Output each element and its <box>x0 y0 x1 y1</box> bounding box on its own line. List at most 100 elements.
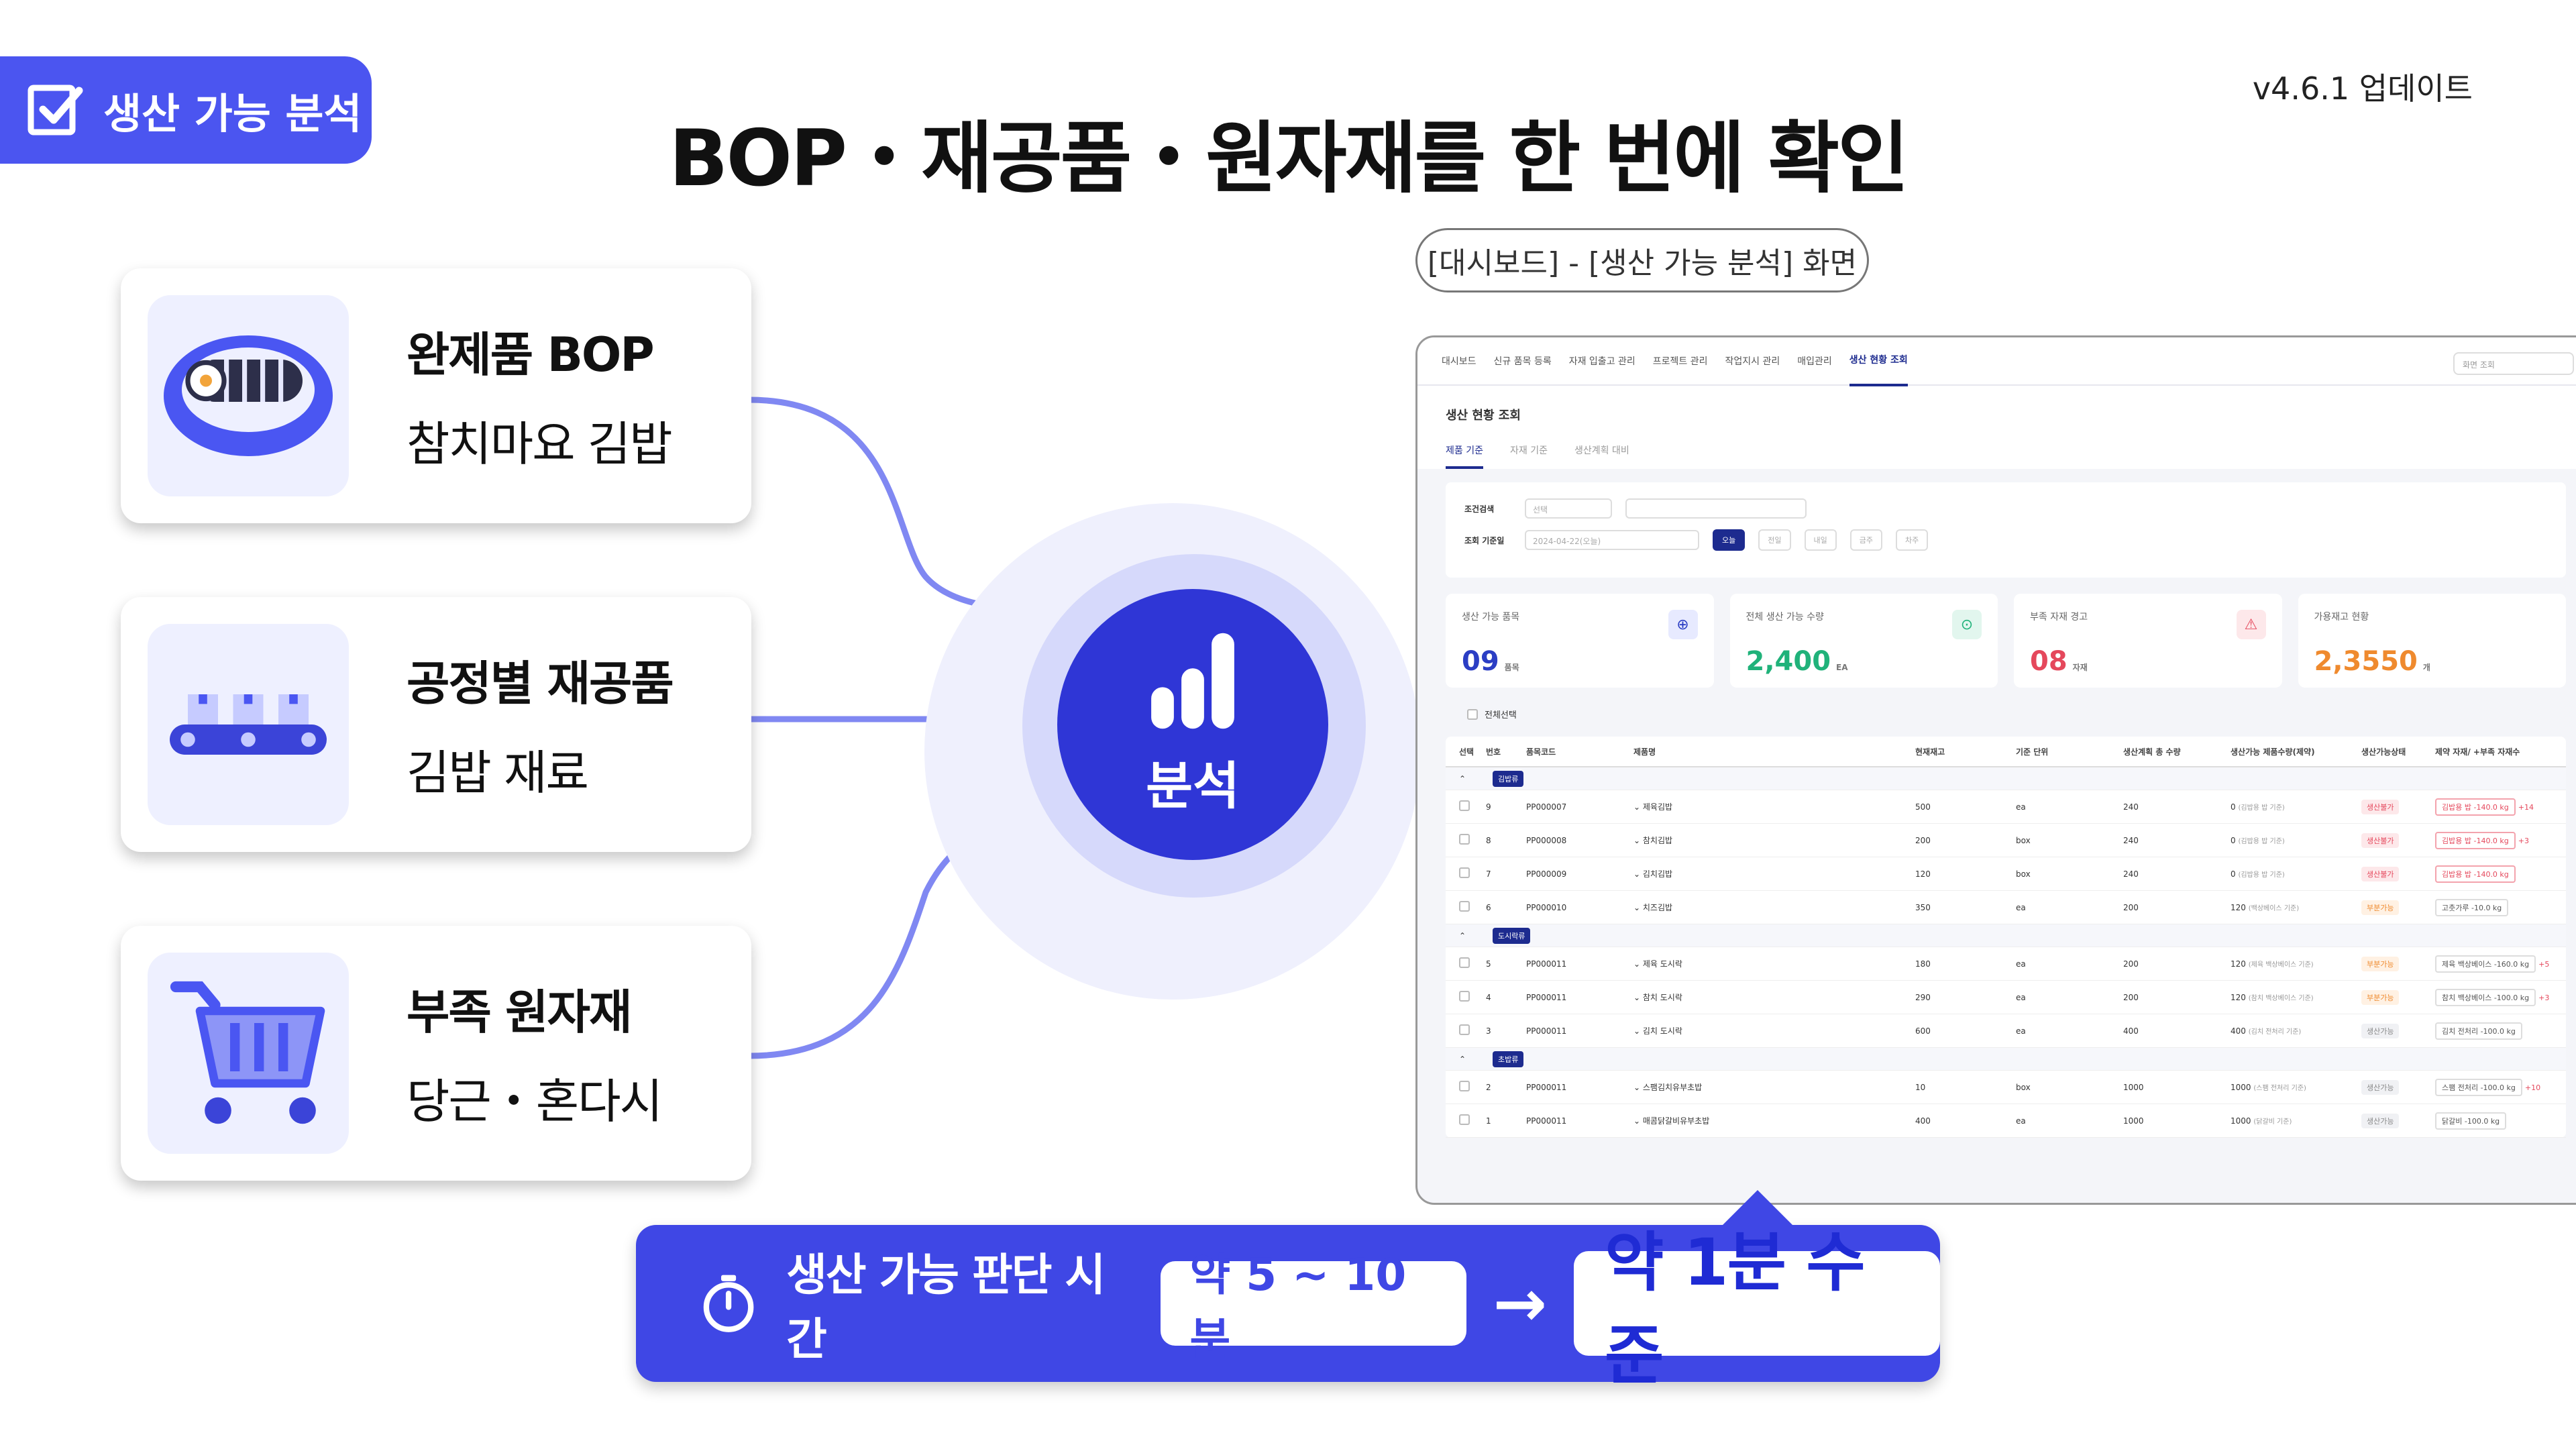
chevron-up-icon[interactable]: ⌃ <box>1459 1054 1466 1064</box>
tab-material[interactable]: 자재 기준 <box>1509 445 1548 456</box>
plan-qty: 400 <box>2123 1026 2139 1036</box>
chevron-up-icon[interactable]: ⌃ <box>1459 930 1466 941</box>
table-group-row[interactable]: ⌃김밥류 <box>1446 767 2566 790</box>
base-unit: ea <box>2016 1116 2026 1126</box>
chip-tomorrow[interactable]: 내일 <box>1804 529 1837 551</box>
nav-item-purchase[interactable]: 매입관리 <box>1797 356 1832 367</box>
table-group-row[interactable]: ⌃ 초밥류 <box>1446 1048 2566 1071</box>
group-tag: 초밥류 <box>1493 1051 1524 1067</box>
row-checkbox[interactable] <box>1459 1024 1470 1035</box>
possible-value: 120 <box>2231 993 2246 1002</box>
base-unit: ea <box>2016 802 2026 812</box>
tab-product[interactable]: 제품 기준 <box>1446 443 1483 469</box>
cond-select[interactable]: 선택 <box>1525 498 1612 519</box>
chevron-down-icon[interactable]: ⌄ <box>1633 1026 1643 1036</box>
status-badge: 생산가능 <box>2361 1079 2400 1095</box>
chevron-down-icon[interactable]: ⌄ <box>1633 836 1643 845</box>
nav-item-work-order[interactable]: 작업지시 관리 <box>1725 356 1780 367</box>
material-tag[interactable]: 참치 백상베이스 -100.0 kg <box>2435 988 2536 1006</box>
base-unit: box <box>2016 1082 2031 1092</box>
row-checkbox[interactable] <box>1459 901 1470 912</box>
possible-value: 0 <box>2231 802 2236 812</box>
checkbox-icon <box>28 85 83 136</box>
chevron-up-icon[interactable]: ⌃ <box>1459 773 1466 784</box>
current-stock: 290 <box>1915 992 1931 1002</box>
chevron-down-icon[interactable]: ⌄ <box>1633 903 1643 912</box>
card-subtitle: 당근・혼다시 <box>407 1074 663 1129</box>
select-all[interactable]: 전체선택 <box>1467 708 2576 720</box>
cond-input[interactable] <box>1625 498 1807 519</box>
row-checkbox[interactable] <box>1459 1114 1470 1125</box>
time-label: 생산 가능 판단 시간 <box>786 1249 1106 1365</box>
material-tag[interactable]: 닭갈비 -100.0 kg <box>2435 1112 2507 1130</box>
row-checkbox[interactable] <box>1459 834 1470 845</box>
nav-item-new-item[interactable]: 신규 품목 등록 <box>1493 356 1552 367</box>
row-checkbox[interactable] <box>1459 867 1470 878</box>
status-badge: 생산가능 <box>2361 1113 2400 1128</box>
material-tag[interactable]: 김치 전처리 -100.0 kg <box>2435 1022 2522 1040</box>
nav-item-production-status[interactable]: 생산 현황 조회 <box>1849 337 1908 386</box>
chevron-down-icon[interactable]: ⌄ <box>1633 1116 1643 1126</box>
search-input[interactable]: 화면 조회 <box>2453 352 2574 375</box>
material-cell: 스팸 전처리 -100.0 kg+10 <box>2435 1078 2569 1096</box>
chip-today[interactable]: 오늘 <box>1713 529 1746 551</box>
material-tag[interactable]: 김밥용 밥 -140.0 kg <box>2435 865 2516 883</box>
plus-circle-icon: ⊕ <box>1668 610 1698 639</box>
section-badge: 생산 가능 분석 <box>0 56 372 164</box>
kpi-number: 2,400 <box>1746 646 1831 677</box>
kpi-number: 2,3550 <box>2314 646 2418 677</box>
base-unit: box <box>2016 869 2031 879</box>
nav-item-project[interactable]: 프로젝트 관리 <box>1652 356 1708 367</box>
card-wip: 공정별 재공품 김밥 재료 <box>121 597 751 852</box>
chevron-down-icon[interactable]: ⌄ <box>1633 802 1643 812</box>
chip-next-week[interactable]: 차주 <box>1896 529 1929 551</box>
material-tag[interactable]: 고춧가루 -10.0 kg <box>2435 898 2509 916</box>
nav-item-material-io[interactable]: 자재 입출고 관리 <box>1568 356 1635 367</box>
material-tag[interactable]: 스팸 전처리 -100.0 kg <box>2435 1078 2522 1096</box>
after-time: 약 1분 수준 <box>1574 1225 1941 1393</box>
plan-qty: 240 <box>2123 835 2139 845</box>
row-no: 9 <box>1486 802 1491 812</box>
status-badge: 부분가능 <box>2361 956 2400 971</box>
row-checkbox[interactable] <box>1459 991 1470 1002</box>
material-tag[interactable]: 김밥용 밥 -140.0 kg <box>2435 831 2516 849</box>
shopping-cart-icon <box>148 953 349 1154</box>
row-checkbox[interactable] <box>1459 800 1470 811</box>
kpi-unit: 자재 <box>2072 663 2088 672</box>
chevron-down-icon[interactable]: ⌄ <box>1633 959 1643 969</box>
chevron-down-icon[interactable]: ⌄ <box>1633 869 1643 879</box>
product-name: ⌄ 제육김밥 <box>1633 801 1915 812</box>
possible-qty: 1000 (닭갈비 기준) <box>2231 1116 2361 1126</box>
nav-item-dashboard[interactable]: 대시보드 <box>1442 356 1477 367</box>
status-cell: 부분가능 <box>2361 989 2435 1005</box>
conveyor-belt-icon <box>148 624 349 825</box>
extra-count: +3 <box>2538 993 2550 1002</box>
chevron-down-icon[interactable]: ⌄ <box>1633 993 1643 1002</box>
table-group-row[interactable]: ⌃도시락류 <box>1446 924 2566 947</box>
checkbox[interactable] <box>1467 708 1478 720</box>
material-tag[interactable]: 제육 백상베이스 -160.0 kg <box>2435 955 2536 973</box>
chevron-down-icon[interactable]: ⌄ <box>1633 1083 1643 1092</box>
material-cell: 닭갈비 -100.0 kg <box>2435 1112 2569 1130</box>
chip-this-week[interactable]: 금주 <box>1849 529 1882 551</box>
status-badge: 생산불가 <box>2361 866 2400 881</box>
date-picker[interactable]: 2024-04-22(오늘) <box>1525 530 1699 550</box>
top-nav: 대시보드 신규 품목 등록 자재 입출고 관리 프로젝트 관리 작업지시 관리 … <box>1417 337 2576 386</box>
row-checkbox[interactable] <box>1459 957 1470 968</box>
chip-yesterday[interactable]: 전일 <box>1758 529 1791 551</box>
row-checkbox[interactable] <box>1459 1081 1470 1091</box>
possible-note: (김밥용 밥 기준) <box>2238 804 2285 812</box>
possible-value: 0 <box>2231 869 2236 879</box>
material-tag[interactable]: 김밥용 밥 -140.0 kg <box>2435 798 2516 816</box>
tab-plan[interactable]: 생산계획 대비 <box>1574 445 1629 456</box>
